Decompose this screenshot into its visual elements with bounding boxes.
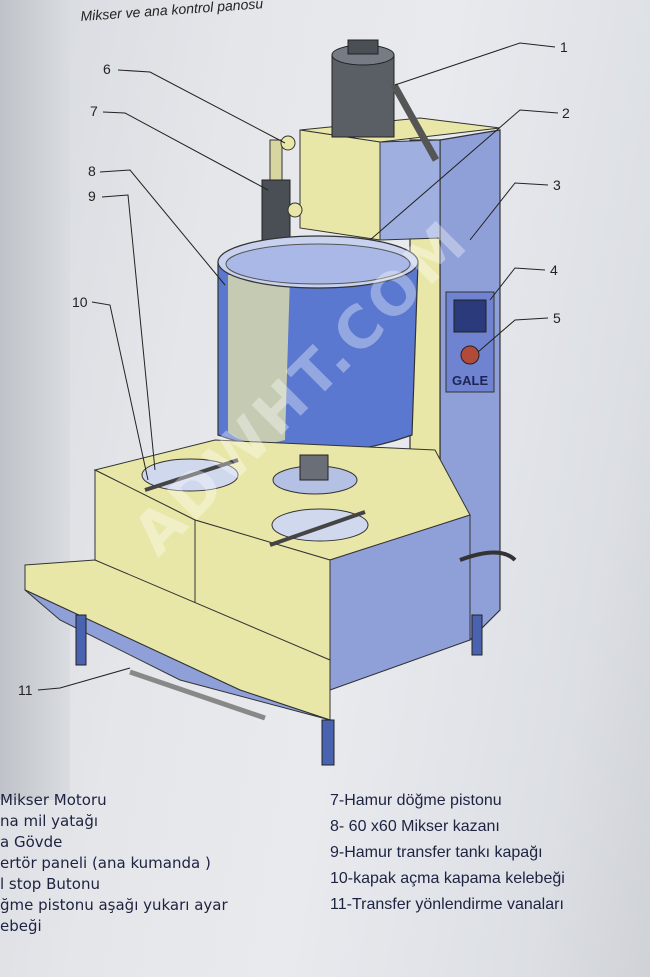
legend-item: ğme pistonu aşağı yukarı ayar xyxy=(0,896,228,914)
legend-item: ertör paneli (ana kumanda ) xyxy=(0,854,211,872)
lid-handle-left xyxy=(144,458,239,492)
leg-mid xyxy=(321,719,335,766)
motor-cap xyxy=(347,39,379,55)
gearbox-front xyxy=(299,129,381,241)
shelf-underside xyxy=(24,589,331,721)
emergency-stop-button xyxy=(460,345,480,365)
tank-highlight xyxy=(228,275,290,444)
cable xyxy=(459,550,517,562)
callout-3: 3 xyxy=(553,177,561,193)
leg-right xyxy=(471,614,483,656)
callout-8: 8 xyxy=(88,163,96,179)
piston-knob-mid xyxy=(287,202,303,218)
callout-2: 2 xyxy=(562,105,570,121)
mixer-illustration: GALE xyxy=(18,39,570,766)
base-side xyxy=(329,514,471,691)
tank-outlet-pipe xyxy=(299,454,329,481)
callout-6: 6 xyxy=(103,61,111,77)
legend-item: 11-Transfer yönlendirme vanaları xyxy=(330,896,564,913)
callout-11: 11 xyxy=(18,682,33,698)
callout-7: 7 xyxy=(90,103,98,119)
callout-5: 5 xyxy=(553,310,561,326)
motor-arm xyxy=(390,83,440,162)
legend-item: 9-Hamur transfer tankı kapağı xyxy=(330,844,543,861)
panel-screen xyxy=(453,299,487,333)
legend-item: Mikser Motoru xyxy=(0,791,107,809)
legend-item: a Gövde xyxy=(0,833,63,851)
mixer-motor xyxy=(331,54,395,138)
lid-handle-right xyxy=(269,510,366,547)
callout-1: 1 xyxy=(560,39,568,55)
transfer-tank-lid-right xyxy=(271,508,369,542)
transfer-valve-rod xyxy=(129,669,266,721)
tank-inner xyxy=(225,243,411,285)
callout-9: 9 xyxy=(88,188,96,204)
piston-knob-top xyxy=(280,135,296,151)
leg-left xyxy=(75,614,87,666)
callout-10: 10 xyxy=(72,294,88,310)
legend-right-column: 7-Hamur döğme pistonu 8- 60 x60 Mikser k… xyxy=(330,788,650,918)
legend-item: 10-kapak açma kapama kelebeği xyxy=(330,870,565,887)
panel-brand: GALE xyxy=(452,373,488,388)
page-fold-shadow xyxy=(0,0,70,800)
legend-item: 8- 60 x60 Mikser kazanı xyxy=(330,818,500,835)
gearbox-side xyxy=(379,139,441,241)
legend-item: na mil yatağı xyxy=(0,812,99,830)
callout-numbers: 1 2 3 4 5 6 7 8 9 10 11 xyxy=(18,39,570,698)
callout-4: 4 xyxy=(550,262,558,278)
callout-lines xyxy=(37,42,559,691)
legend-item: 7-Hamur döğme pistonu xyxy=(330,792,502,809)
legend-item: l stop Butonu xyxy=(0,875,100,893)
legend-left-column: Mikser Motoru na mil yatağı a Gövde ertö… xyxy=(0,790,320,937)
legend-item: ebeği xyxy=(0,917,42,935)
